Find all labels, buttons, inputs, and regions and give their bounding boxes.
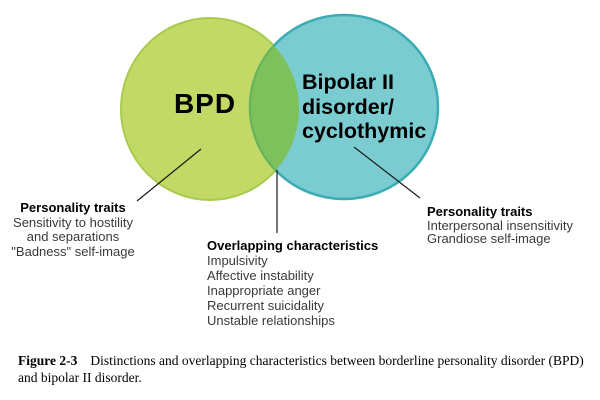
overlap-item: Unstable relationships xyxy=(207,313,335,328)
bpd-traits-title: Personality traits xyxy=(20,200,126,215)
bipolar-label-line3: cyclothymic xyxy=(302,119,427,143)
overlap-characteristics-block: Overlapping characteristics Impulsivity … xyxy=(207,238,407,328)
overlap-item: Affective instability xyxy=(207,268,314,283)
figure-caption-label: Figure 2-3 xyxy=(18,353,78,368)
bipolar-traits-title: Personality traits xyxy=(427,204,533,219)
bpd-trait-item: Sensitivity to hostility xyxy=(13,214,133,230)
bipolar-trait-item: Interpersonal insensitivity xyxy=(427,217,573,233)
bipolar-trait-item: Grandiose self-image xyxy=(427,231,551,246)
overlap-characteristics-title: Overlapping characteristics xyxy=(207,238,379,253)
overlap-item: Inappropriate anger xyxy=(207,283,321,298)
bipolar-circle-label: Bipolar II disorder/ cyclothymic xyxy=(302,70,452,144)
bpd-trait-item: "Badness" self-image xyxy=(11,243,135,259)
bpd-traits-block: Personality traits Sensitivity to hostil… xyxy=(8,200,138,259)
left-connector-line xyxy=(136,148,202,202)
figure-caption-text: Distinctions and overlapping characteris… xyxy=(18,353,584,385)
right-connector-line xyxy=(353,146,421,199)
bipolar-label-line2: disorder/ xyxy=(302,94,394,119)
overlap-item: Impulsivity xyxy=(207,253,268,268)
bipolar-traits-block: Personality traits Interpersonal insensi… xyxy=(427,205,587,246)
bpd-circle-label: BPD xyxy=(173,88,237,119)
bipolar-label-line1: Bipolar II xyxy=(302,70,394,94)
bpd-trait-item: and separations xyxy=(26,229,120,244)
overlap-item: Recurrent suicidality xyxy=(207,298,325,313)
